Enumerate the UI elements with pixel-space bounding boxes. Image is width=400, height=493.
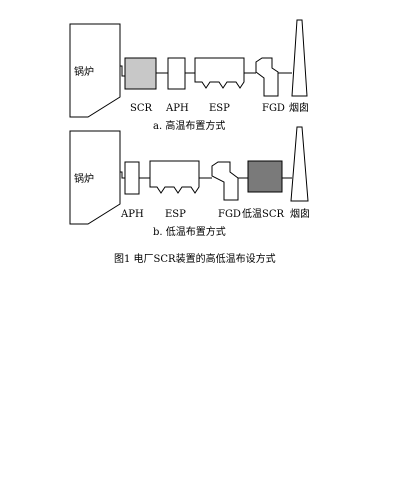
component-label-esp: ESP [165, 209, 186, 220]
flue-connector [120, 65, 125, 77]
component-label-fgd: FGD [262, 103, 285, 114]
diagram-caption: b. 低温布置方式 [153, 225, 226, 238]
boiler-shape [69, 130, 121, 225]
diagram-high-labels: 锅炉 SCR APH ESP FGD 烟囱 a. 高温布置方式 [74, 66, 309, 132]
aph-unit [167, 57, 186, 90]
chimney-shape [290, 126, 309, 202]
component-label-aph: APH [165, 103, 189, 114]
fgd-unit [211, 161, 239, 201]
component-label-esp: ESP [209, 103, 230, 114]
scr-unit [124, 57, 157, 90]
component-label-fgd: FGD [218, 209, 241, 220]
esp-unit [194, 57, 245, 89]
diagram-low-temp [69, 126, 309, 225]
chimney-label: 烟囱 [290, 207, 310, 220]
boiler-shape [69, 23, 121, 118]
flue-connector [120, 171, 125, 179]
fgd-unit [255, 57, 279, 97]
diagram-low-labels: 锅炉 APH ESP FGD 低温SCR 烟囱 b. 低温布置方式 [74, 173, 310, 238]
aph-unit [124, 161, 140, 195]
boiler-label: 锅炉 [74, 173, 94, 185]
component-label-scr: SCR [130, 103, 153, 114]
figure-title: 图1 电厂SCR装置的高低温布设方式 [114, 252, 276, 265]
esp-unit [149, 160, 200, 194]
component-label-low-temp-scr: 低温SCR [242, 207, 285, 220]
diagram-high-temp [69, 19, 308, 118]
low-temp-scr-unit [247, 160, 283, 193]
diagram-caption: a. 高温布置方式 [153, 119, 225, 132]
chimney-label: 烟囱 [289, 101, 309, 114]
boiler-label: 锅炉 [74, 66, 94, 78]
chimney-shape [291, 19, 308, 97]
component-label-aph: APH [120, 209, 144, 220]
